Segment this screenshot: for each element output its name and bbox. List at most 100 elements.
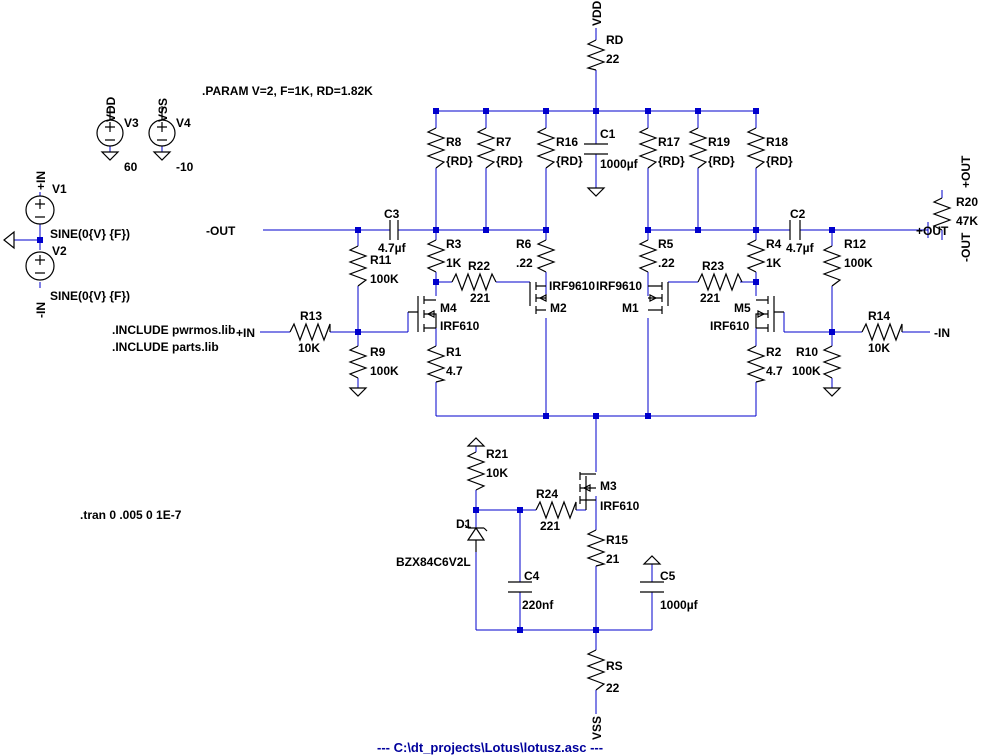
junctions	[37, 108, 835, 633]
spice-directives: .PARAM V=2, F=1K, RD=1.82K .INCLUDE pwrm…	[80, 84, 373, 522]
ground-v3	[100, 151, 120, 161]
r1-name: R1	[446, 345, 462, 359]
c3-value: 4.7µf	[378, 241, 407, 255]
r17-name: R17	[658, 135, 680, 149]
tran-directive: .tran 0 .005 0 1E-7	[80, 508, 182, 522]
diode-symbols	[464, 524, 488, 552]
resistor-r21	[466, 451, 486, 491]
v1-name: V1	[52, 182, 67, 196]
v3-name: V3	[124, 116, 139, 130]
net-labels: VDD VSS VDD VSS +IN -IN -OUT +OUT +IN -I…	[34, 0, 973, 740]
r10-value: 100K	[792, 364, 821, 378]
c1-name: C1	[600, 127, 616, 141]
r5-value: .22	[658, 256, 675, 270]
ground-c1	[586, 187, 606, 197]
resistor-rs	[586, 649, 606, 691]
m1-model: IRF9610	[596, 279, 642, 293]
r21-value: 10K	[486, 466, 508, 480]
c5-name: C5	[660, 569, 676, 583]
c2-name: C2	[790, 207, 806, 221]
r7-value: {RD}	[496, 154, 523, 168]
r19-name: R19	[708, 135, 730, 149]
rd-value: 22	[606, 52, 620, 66]
r14-value: 10K	[868, 341, 890, 355]
m2-model: IRF9610	[549, 279, 595, 293]
ground-v1v2	[3, 230, 15, 250]
mosfet-m3	[579, 472, 596, 510]
source-symbols	[25, 106, 176, 281]
mosfet-m5	[755, 296, 784, 332]
resistor-r15	[586, 529, 607, 567]
resistor-r10	[822, 345, 842, 379]
r10-name: R10	[796, 345, 818, 359]
r18-name: R18	[766, 135, 788, 149]
m3-model: IRF610	[600, 499, 640, 513]
net-neg-in-label: -IN	[34, 302, 48, 318]
r12-value: 100K	[844, 256, 873, 270]
resistor-r7	[476, 127, 496, 169]
component-labels: V3 60 V4 -10 V1 SINE(0{V} {F}) V2 SINE(0…	[50, 33, 978, 695]
source-v2	[25, 251, 55, 281]
ground-r21	[466, 437, 486, 447]
net-neg-out-label: -OUT	[206, 224, 236, 238]
d1-model: BZX84C6V2L	[396, 555, 471, 569]
r24-value: 221	[540, 519, 560, 533]
r16-name: R16	[556, 135, 578, 149]
resistor-r20	[932, 197, 952, 231]
r8-name: R8	[446, 135, 462, 149]
resistor-r22	[451, 272, 497, 292]
r20-neg-out-label: -OUT	[959, 232, 973, 262]
resistor-r2	[746, 345, 767, 383]
resistor-r16	[536, 127, 556, 169]
include-pwrmos-directive: .INCLUDE pwrmos.lib	[112, 323, 235, 337]
v4-value: -10	[176, 160, 194, 174]
net-vdd-label: VDD	[590, 0, 604, 26]
wires	[14, 28, 943, 714]
r20-value: 47K	[956, 214, 978, 228]
r20-name: R20	[956, 195, 978, 209]
v2-name: V2	[52, 244, 67, 258]
r11-value: 100K	[370, 272, 399, 286]
capacitor-c4	[508, 581, 532, 593]
r3-name: R3	[446, 237, 462, 251]
ground-symbols	[3, 151, 842, 565]
rs-name: RS	[606, 659, 623, 673]
c4-name: C4	[524, 569, 540, 583]
mosfet-m2	[529, 282, 547, 314]
r23-value: 221	[700, 291, 720, 305]
m5-name: M5	[734, 301, 751, 315]
c5-value: 1000µf	[660, 598, 699, 612]
v4-name: V4	[176, 116, 191, 130]
v2-value: SINE(0{V} {F})	[50, 289, 130, 303]
r8-value: {RD}	[446, 154, 473, 168]
ground-r10	[822, 387, 842, 397]
file-path-footer: --- C:\dt_projects\Lotus\lotusz.asc ---	[377, 740, 603, 755]
resistor-r3	[426, 239, 446, 273]
r6-name: R6	[516, 237, 532, 251]
resistor-r5	[638, 239, 658, 273]
r17-value: {RD}	[658, 154, 685, 168]
r4-name: R4	[766, 237, 782, 251]
r9-value: 100K	[370, 364, 399, 378]
r14-name: R14	[868, 309, 890, 323]
r23-name: R23	[702, 259, 724, 273]
resistor-r4	[746, 239, 766, 273]
m1-name: M1	[622, 301, 639, 315]
v3-net-label: VDD	[104, 96, 118, 122]
capacitor-c3	[389, 220, 399, 240]
r19-value: {RD}	[708, 154, 735, 168]
resistor-r18	[746, 127, 766, 169]
v4-net-label: VSS	[156, 98, 170, 122]
r13-name: R13	[300, 309, 322, 323]
resistor-r6	[536, 239, 556, 273]
r1-value: 4.7	[446, 364, 463, 378]
v1-value: SINE(0{V} {F})	[50, 227, 130, 241]
r15-value: 21	[606, 552, 620, 566]
r11-name: R11	[370, 253, 392, 267]
resistor-r9	[348, 345, 368, 379]
r2-name: R2	[766, 345, 782, 359]
resistor-r12	[822, 245, 842, 287]
net-neg-in-right-label: -IN	[934, 326, 950, 340]
m4-model: IRF610	[440, 319, 480, 333]
